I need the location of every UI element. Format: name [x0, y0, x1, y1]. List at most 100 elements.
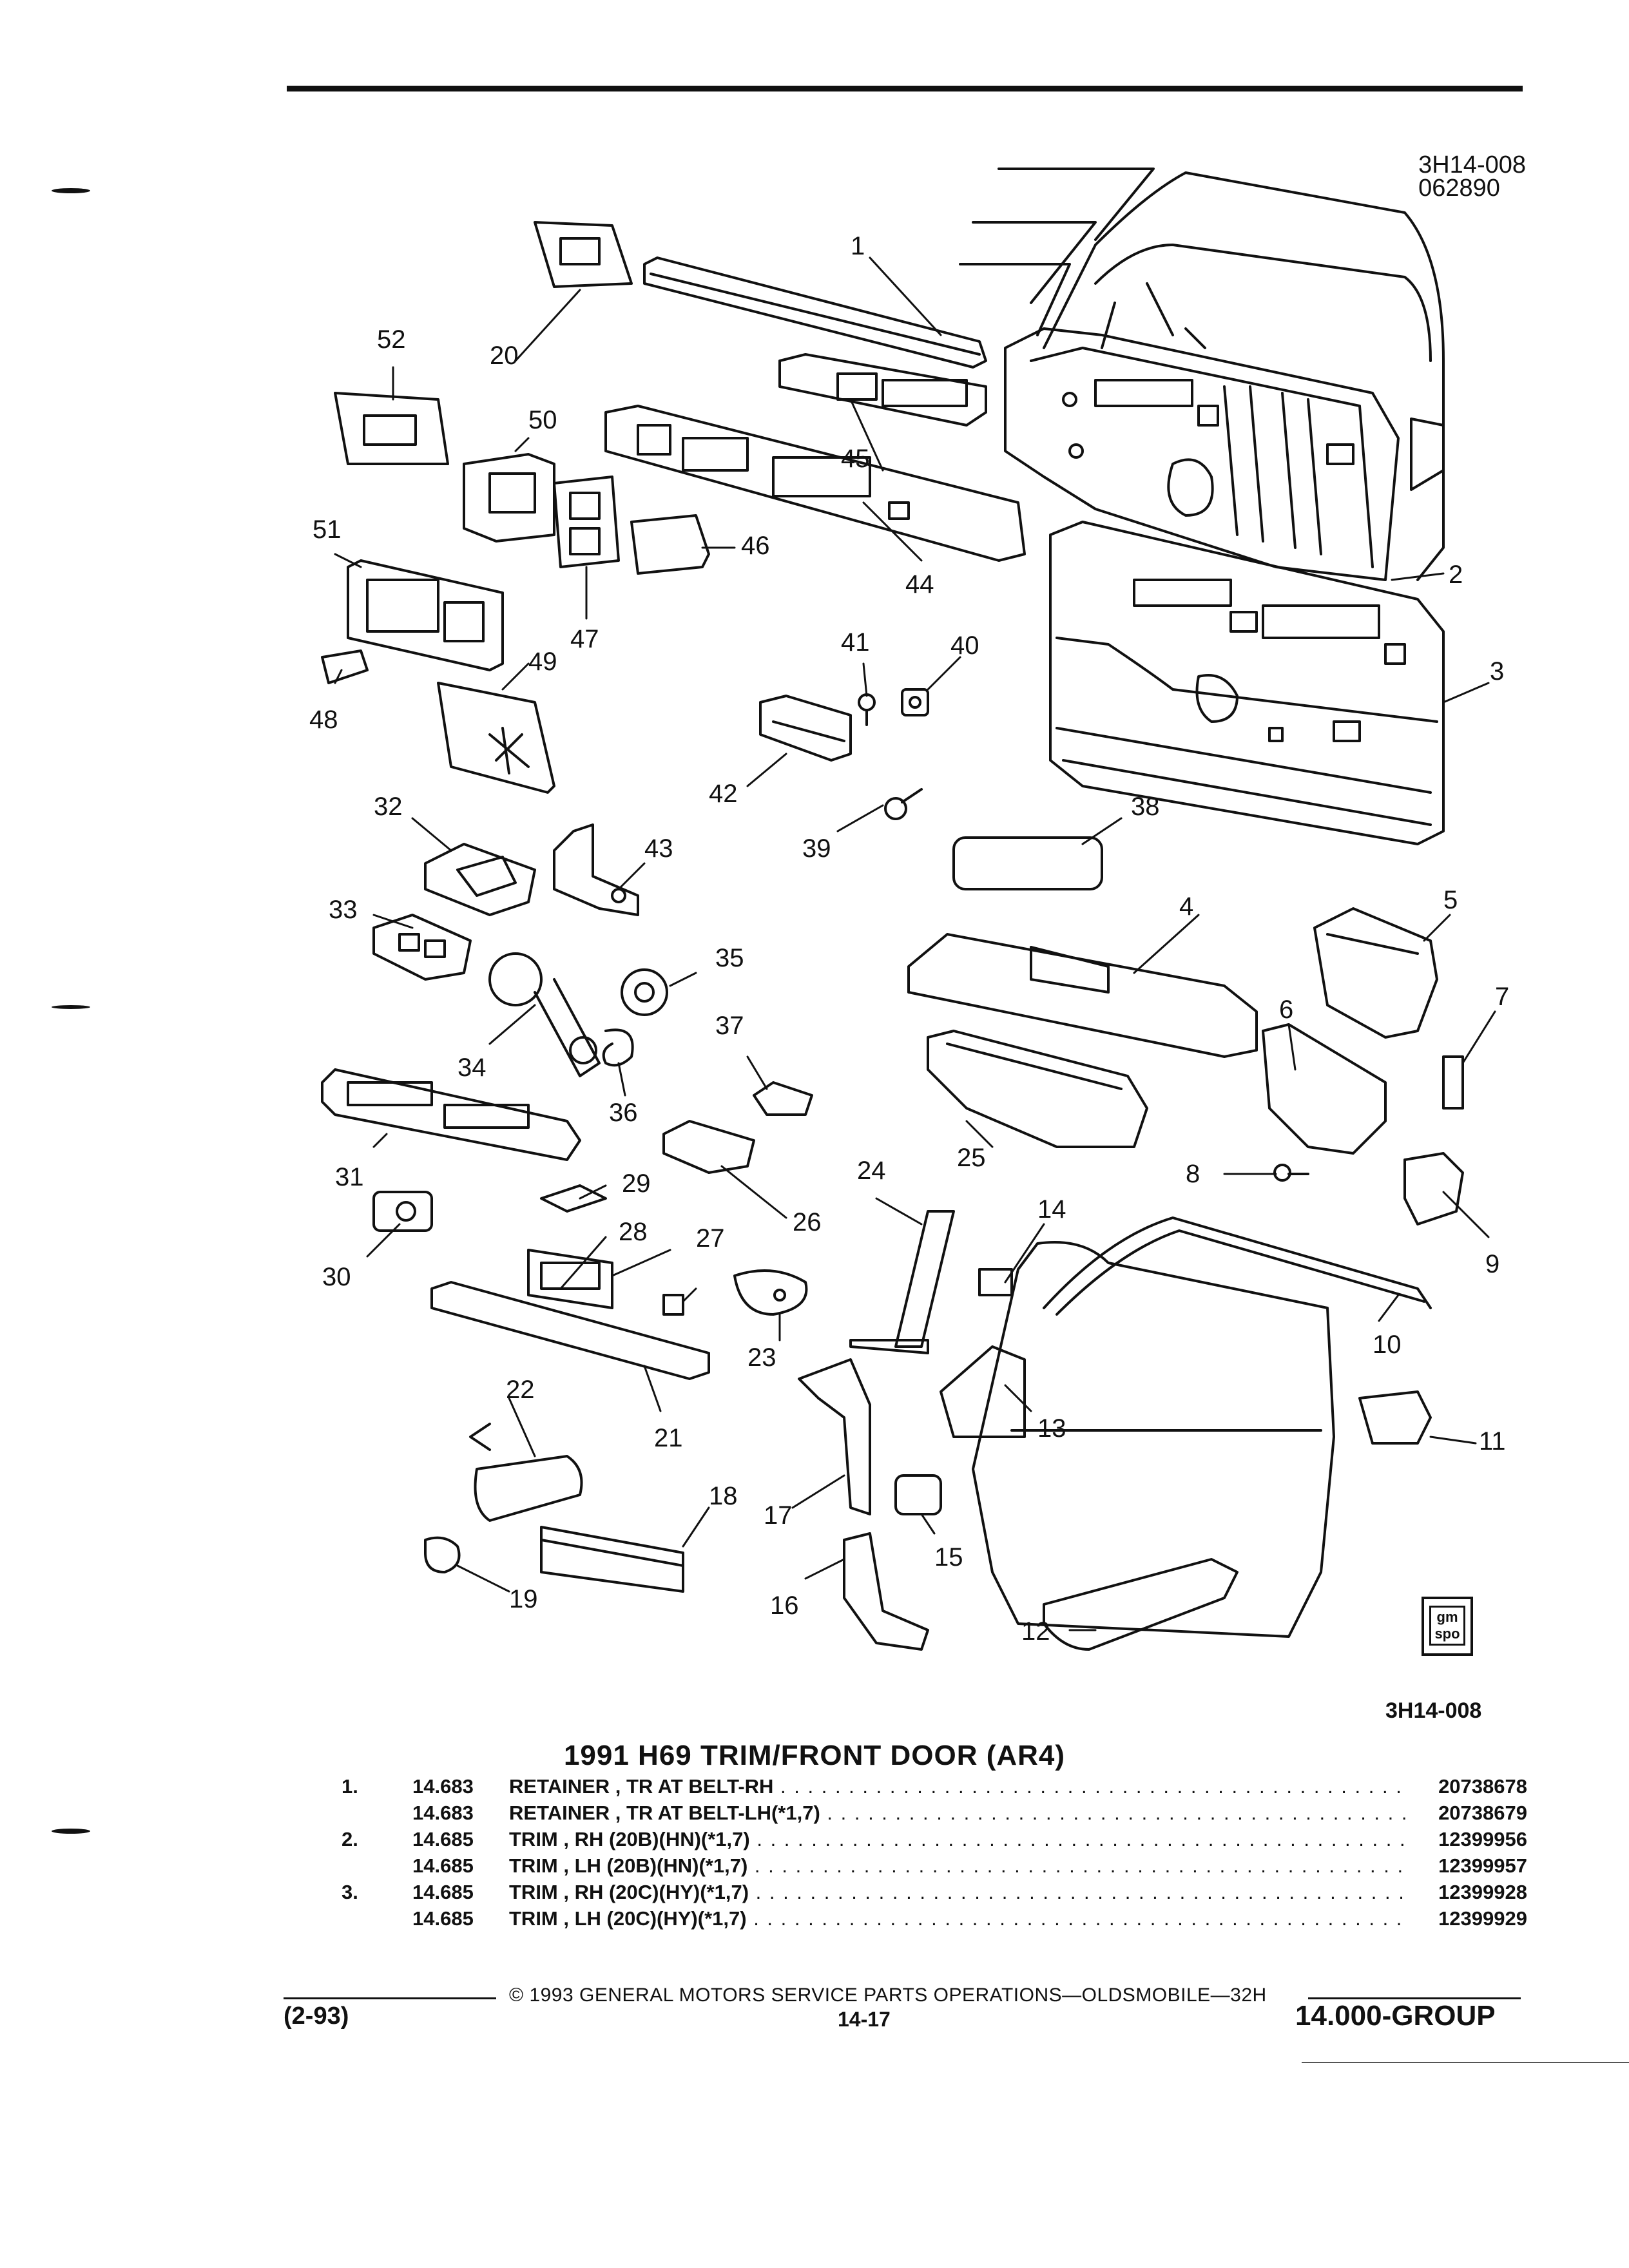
callout-45: 45	[841, 445, 870, 473]
callout-38: 38	[1131, 793, 1160, 821]
callout-37: 37	[715, 1012, 744, 1040]
part-molding-17	[798, 1358, 871, 1515]
part-switch-33	[372, 914, 472, 981]
callout-19: 19	[509, 1585, 538, 1613]
callout-33: 33	[329, 896, 358, 924]
parts-row: 14.685 TRIM , LH (20C)(HY)(*1,7) . . . .…	[342, 1905, 1527, 1932]
callout-13: 13	[1037, 1414, 1066, 1443]
top-rule	[287, 86, 1523, 91]
part-speaker-13	[940, 1345, 1026, 1438]
part-screw-41	[858, 693, 876, 726]
part-description-text: RETAINER , TR AT BELT-LH(*1,7)	[509, 1802, 820, 1824]
part-mirror-22	[469, 1423, 583, 1522]
part-reflector-49	[437, 682, 555, 794]
part-cover-46	[630, 514, 710, 575]
part-bushing-35	[621, 968, 668, 1016]
margin-mark	[52, 1829, 90, 1834]
group-label: 14.000-GROUP	[1295, 2000, 1496, 2032]
dot-leader: . . . . . . . . . . . . . . . . . . . . …	[754, 1854, 1411, 1877]
callout-43: 43	[644, 834, 673, 863]
dot-leader: . . . . . . . . . . . . . . . . . . . . …	[757, 1828, 1411, 1850]
callout-16: 16	[770, 1591, 799, 1620]
part-bracket-42	[759, 695, 852, 762]
figure-date: 062890	[1418, 175, 1500, 202]
callout-12: 12	[1021, 1617, 1050, 1646]
margin-mark	[52, 1005, 90, 1009]
part-bezel-50	[463, 453, 555, 543]
callout-29: 29	[622, 1169, 651, 1198]
callout-17: 17	[764, 1501, 793, 1530]
part-clip-29	[540, 1184, 607, 1213]
part-number: 12399929	[1438, 1907, 1527, 1930]
logo-text-gm: gm	[1436, 1609, 1458, 1625]
part-description-text: TRIM , LH (20C)(HY)(*1,7)	[509, 1907, 747, 1930]
part-fastener-39	[884, 788, 923, 820]
part-description: TRIM , RH (20B)(HN)(*1,7) . . . . . . . …	[509, 1826, 1411, 1852]
part-group: 14.683	[412, 1802, 474, 1824]
parts-row: 1. 14.683 RETAINER , TR AT BELT-RH . . .…	[342, 1773, 1527, 1800]
callout-46: 46	[741, 532, 770, 560]
dot-leader: . . . . . . . . . . . . . . . . . . . . …	[827, 1802, 1411, 1824]
part-group: 14.685	[412, 1854, 474, 1877]
callout-11: 11	[1479, 1427, 1506, 1456]
part-switch-30	[372, 1191, 433, 1232]
callout-10: 10	[1373, 1331, 1402, 1359]
part-bracket-11	[1358, 1390, 1432, 1445]
callout-44: 44	[905, 570, 934, 599]
part-armrest-31	[321, 1068, 581, 1161]
part-bracket-20	[534, 221, 633, 288]
callout-27: 27	[696, 1224, 725, 1253]
part-clip-26	[662, 1120, 755, 1174]
part-description-text: RETAINER , TR AT BELT-RH	[509, 1775, 774, 1798]
parts-row: 3. 14.685 TRIM , RH (20C)(HY)(*1,7) . . …	[342, 1879, 1527, 1905]
part-bezel-32	[424, 843, 536, 916]
figure-code: 3H14-008	[1418, 151, 1526, 178]
part-pad-38	[952, 836, 1103, 890]
callout-14: 14	[1037, 1195, 1066, 1224]
part-description: RETAINER , TR AT BELT-LH(*1,7) . . . . .…	[509, 1800, 1411, 1826]
callout-35: 35	[715, 944, 744, 972]
part-bracket-9	[1403, 1152, 1464, 1225]
part-number: 12399957	[1438, 1854, 1527, 1877]
part-clip-36	[602, 1028, 634, 1067]
callout-3: 3	[1490, 657, 1504, 686]
callout-20: 20	[490, 341, 519, 370]
part-pillar-24	[849, 1210, 955, 1354]
part-description-text: TRIM , RH (20B)(HN)(*1,7)	[509, 1828, 750, 1850]
callout-50: 50	[528, 406, 557, 434]
part-description: RETAINER , TR AT BELT-RH . . . . . . . .…	[509, 1773, 1411, 1800]
callout-49: 49	[528, 648, 557, 676]
part-clip-27	[662, 1294, 684, 1316]
part-weatherstrip-10	[1043, 1216, 1432, 1316]
callout-25: 25	[957, 1144, 986, 1172]
revision-date: (2-93)	[284, 2003, 349, 2030]
part-bracket-43	[553, 823, 639, 916]
part-number: 12399928	[1438, 1881, 1527, 1903]
callout-labels: 1 2 3 4 5 6 7 8 9 10 11 12 13 14 15 16 1…	[309, 232, 1509, 1646]
figure-code-block: 3H14-008 062890	[1418, 153, 1526, 200]
part-number: 12399956	[1438, 1828, 1527, 1850]
callout-31: 31	[335, 1163, 364, 1191]
part-description: TRIM , LH (20C)(HY)(*1,7) . . . . . . . …	[509, 1905, 1411, 1932]
callout-5: 5	[1443, 886, 1458, 914]
callout-7: 7	[1495, 983, 1509, 1011]
callout-47: 47	[570, 625, 599, 653]
callout-48: 48	[309, 706, 338, 734]
part-clip-15	[894, 1474, 942, 1515]
part-pull-strap-21	[430, 1281, 710, 1380]
callout-21: 21	[654, 1424, 683, 1452]
part-armrest-4	[907, 933, 1258, 1058]
callout-4: 4	[1179, 892, 1193, 921]
parts-row: 14.685 TRIM , LH (20B)(HN)(*1,7) . . . .…	[342, 1852, 1527, 1879]
door-shell-outline	[959, 168, 1445, 581]
callout-26: 26	[793, 1208, 822, 1236]
callout-34: 34	[458, 1053, 487, 1082]
part-sill-18	[540, 1526, 684, 1593]
part-pocket-6	[1262, 1023, 1387, 1155]
parts-row: 14.683 RETAINER , TR AT BELT-LH(*1,7) . …	[342, 1800, 1527, 1826]
part-item: 1.	[342, 1775, 358, 1798]
page-number: 14-17	[838, 2008, 891, 2031]
part-group: 14.685	[412, 1828, 474, 1850]
leader-lines	[334, 256, 1496, 1631]
